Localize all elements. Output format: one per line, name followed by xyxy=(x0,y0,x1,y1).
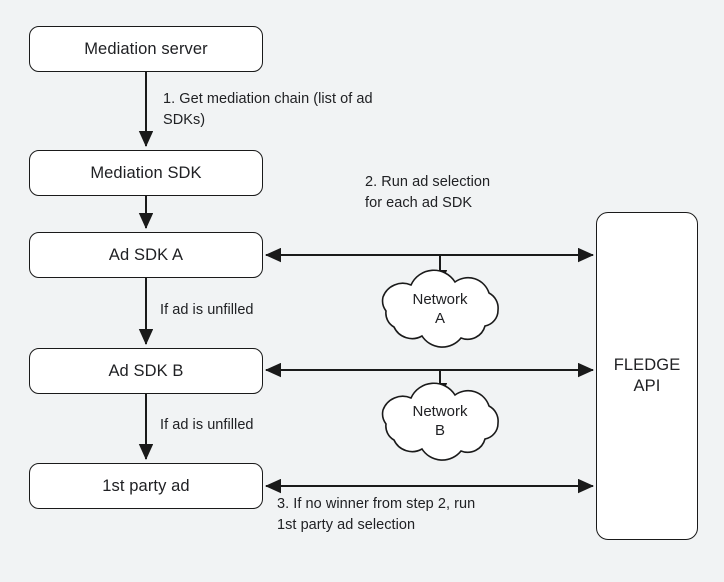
node-ad-sdk-b-label: Ad SDK B xyxy=(108,361,184,380)
node-ad-sdk-b: Ad SDK B xyxy=(29,348,263,394)
node-first-party-ad: 1st party ad xyxy=(29,463,263,509)
node-mediation-sdk: Mediation SDK xyxy=(29,150,263,196)
node-ad-sdk-a-label: Ad SDK A xyxy=(108,245,184,264)
edge-label-step-3: 3. If no winner from step 2, run 1st par… xyxy=(277,496,476,534)
node-ad-sdk-a: Ad SDK A xyxy=(29,232,263,278)
edge-label-unfilled-b: If ad is unfilled xyxy=(160,417,254,433)
node-fledge-api-label: FLEDGE API xyxy=(613,356,681,395)
node-mediation-sdk-label: Mediation SDK xyxy=(90,163,202,182)
edge-label-unfilled-a: If ad is unfilled xyxy=(160,302,254,318)
edge-label-step-1: 1. Get mediation chain (list of ad SDKs) xyxy=(163,91,373,129)
network-a-cloud-icon xyxy=(381,269,499,348)
edge-label-step-2: 2. Run ad selection for each ad SDK xyxy=(365,174,491,212)
network-b-cloud-icon xyxy=(381,382,499,461)
node-fledge-api: FLEDGE API xyxy=(596,212,698,540)
node-first-party-ad-label: 1st party ad xyxy=(102,476,190,495)
node-mediation-server-label: Mediation server xyxy=(84,39,208,58)
node-mediation-server: Mediation server xyxy=(29,26,263,72)
